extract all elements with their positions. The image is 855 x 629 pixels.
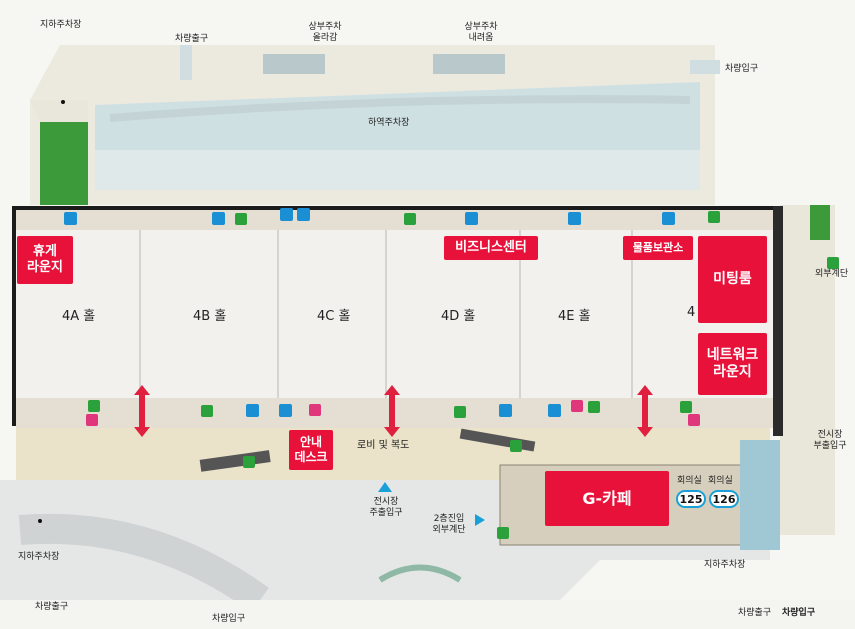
- restroom-icon: [297, 208, 310, 221]
- hall-4d: 4D 홀: [441, 309, 476, 324]
- restroom-icon: [64, 212, 77, 225]
- escalator-icon: [243, 456, 255, 468]
- passage-arrow-icon: [637, 385, 653, 437]
- hall-4c: 4C 홀: [317, 309, 351, 324]
- label-upper-parking-up: 상부주차 올라감: [303, 22, 347, 44]
- tag-info-desk[interactable]: 안내 데스크: [289, 430, 333, 470]
- elevator-icon: [827, 257, 839, 269]
- tag-rest-lounge[interactable]: 휴게 라운지: [17, 236, 73, 284]
- restroom-icon: [280, 208, 293, 221]
- label-car-entry-top-right: 차량입구: [725, 64, 759, 74]
- label-car-entry-bottom-right: 차량입구: [782, 608, 816, 618]
- hall-4a: 4A 홀: [62, 309, 96, 324]
- elevator-icon: [201, 405, 213, 417]
- label-second-floor-stairs: 2층진입 외부계단: [424, 514, 474, 536]
- label-parking-underground-top: 지하주차장: [40, 20, 82, 30]
- elevator-icon: [404, 213, 416, 225]
- elevator-icon: [88, 400, 100, 412]
- tag-baggage-storage[interactable]: 물품보관소: [623, 236, 693, 260]
- label-car-exit-bottom-right: 차량출구: [738, 608, 772, 618]
- label-upper-parking-up-text: 상부주차 올라감: [308, 22, 342, 43]
- label-parking-underground-right: 지하주차장: [704, 560, 746, 570]
- conference-room-125[interactable]: 125: [676, 490, 706, 508]
- hall-4b: 4B 홀: [193, 309, 227, 324]
- tag-rest-lounge-text: 휴게 라운지: [27, 243, 63, 275]
- label-upper-parking-down: 상부주차 내려옴: [459, 22, 503, 44]
- label-lobby-corridor: 로비 및 복도: [357, 440, 410, 451]
- tag-network-lounge-text: 네트워크 라운지: [706, 346, 759, 381]
- label-main-entrance: 전시장 주출입구: [362, 497, 410, 519]
- tag-info-desk-text: 안내 데스크: [294, 435, 328, 464]
- restroom-icon: [212, 212, 225, 225]
- elevator-icon: [680, 401, 692, 413]
- nursing-room-icon: [688, 414, 700, 426]
- label-external-stairs-right: 외부계단: [815, 269, 849, 279]
- escalator-icon: [510, 440, 522, 452]
- nursing-room-icon: [86, 414, 98, 426]
- tag-g-cafe[interactable]: G-카페: [545, 471, 669, 526]
- nursing-room-icon: [571, 400, 583, 412]
- label-car-exit-top: 차량출구: [175, 34, 209, 44]
- restroom-icon: [662, 212, 675, 225]
- label-car-exit-left: 차량출구: [35, 602, 69, 612]
- conference-room-126[interactable]: 126: [709, 490, 739, 508]
- tag-network-lounge[interactable]: 네트워크 라운지: [698, 333, 767, 395]
- elevator-icon: [235, 213, 247, 225]
- restroom-icon: [568, 212, 581, 225]
- tag-business-center[interactable]: 비즈니스센터: [444, 236, 538, 260]
- label-loading-parking: 하역주차장: [368, 118, 410, 128]
- nursing-room-icon: [309, 404, 321, 416]
- marker-dot: [38, 519, 42, 523]
- restroom-icon: [465, 212, 478, 225]
- restroom-icon: [279, 404, 292, 417]
- restroom-icon: [548, 404, 561, 417]
- hall-4e: 4E 홀: [558, 309, 591, 324]
- elevator-icon: [454, 406, 466, 418]
- label-parking-underground-left: 지하주차장: [18, 552, 60, 562]
- restroom-icon: [246, 404, 259, 417]
- label-main-entrance-text: 전시장 주출입구: [369, 497, 403, 518]
- label-exhibition-side-entrance-text: 전시장 부출입구: [813, 430, 847, 451]
- label-car-entry-bottom: 차량입구: [212, 614, 246, 624]
- hall-4f-partial: 4: [687, 305, 696, 320]
- conference-room-126-label: 회의실: [708, 476, 733, 486]
- elevator-icon: [588, 401, 600, 413]
- elevator-icon: [497, 527, 509, 539]
- passage-arrow-icon: [134, 385, 150, 437]
- label-second-floor-stairs-text: 2층진입 외부계단: [432, 514, 466, 535]
- restroom-icon: [499, 404, 512, 417]
- passage-arrow-icon: [384, 385, 400, 437]
- label-exhibition-side-entrance: 전시장 부출입구: [808, 430, 852, 452]
- tag-meeting-room[interactable]: 미팅룸: [698, 236, 767, 323]
- elevator-icon: [708, 211, 720, 223]
- marker-dot: [61, 100, 65, 104]
- conference-room-125-label: 회의실: [677, 476, 702, 486]
- label-upper-parking-down-text: 상부주차 내려옴: [464, 22, 498, 43]
